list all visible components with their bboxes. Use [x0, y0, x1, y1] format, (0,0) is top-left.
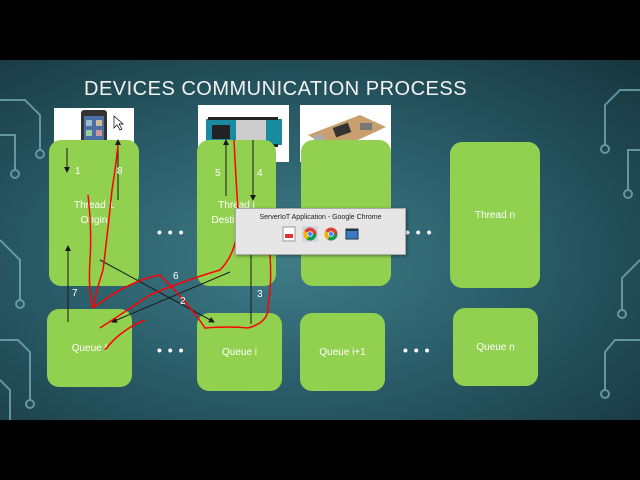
step-label-6: 6 [173, 271, 179, 282]
chrome-icon[interactable] [323, 226, 339, 242]
thread-n-title: Thread n [474, 209, 516, 221]
thread-1-title: Thread 1 [73, 200, 115, 211]
slide-title: DEVICES COMMUNICATION PROCESS [84, 78, 468, 100]
thread-1-subtitle: Origin [80, 215, 108, 226]
step-label-3: 3 [257, 289, 263, 300]
ellipsis-threads-2: • • • [405, 224, 433, 240]
step-label-7: 7 [72, 288, 78, 299]
queue-box-i: Queue i [197, 313, 282, 391]
circuit-decoration [0, 89, 640, 420]
queue-i-plus-1-label: Queue i+1 [319, 346, 366, 358]
popup-window-title: ServerIoT Application - Google Chrome [259, 214, 382, 221]
step-label-4: 4 [257, 168, 263, 179]
queue-n-label: Queue n [476, 341, 515, 353]
step-label-8: 8 [117, 166, 123, 177]
queue-1-label: Queue I [71, 342, 108, 354]
ellipsis-threads-1: • • • [157, 224, 185, 240]
ellipsis-queues-1: • • • [157, 342, 185, 358]
step-label-2: 2 [180, 296, 186, 307]
chrome-icon[interactable] [302, 226, 318, 242]
taskbar-preview-popup[interactable]: ServerIoT Application - Google Chrome [235, 208, 406, 255]
queue-box-i-plus-1: Queue i+1 [300, 313, 385, 391]
thread-box-1: Thread 1 Origin [49, 140, 139, 286]
presentation-slide: DEVICES COMMUNICATION PROCESS Thread 1 [0, 60, 640, 420]
ellipsis-queues-2: • • • [403, 342, 431, 358]
flow-arrows [64, 139, 272, 351]
queue-i-label: Queue i [221, 346, 258, 358]
step-label-1: 1 [75, 166, 81, 177]
step-label-5: 5 [215, 168, 221, 179]
thread-box-n: Thread n [450, 142, 540, 288]
queue-box-n: Queue n [453, 308, 538, 386]
pdf-icon[interactable] [281, 226, 297, 242]
window-icon[interactable] [344, 226, 360, 242]
thread-i-title: Thread i [218, 200, 255, 211]
queue-box-1: Queue I [47, 309, 132, 387]
